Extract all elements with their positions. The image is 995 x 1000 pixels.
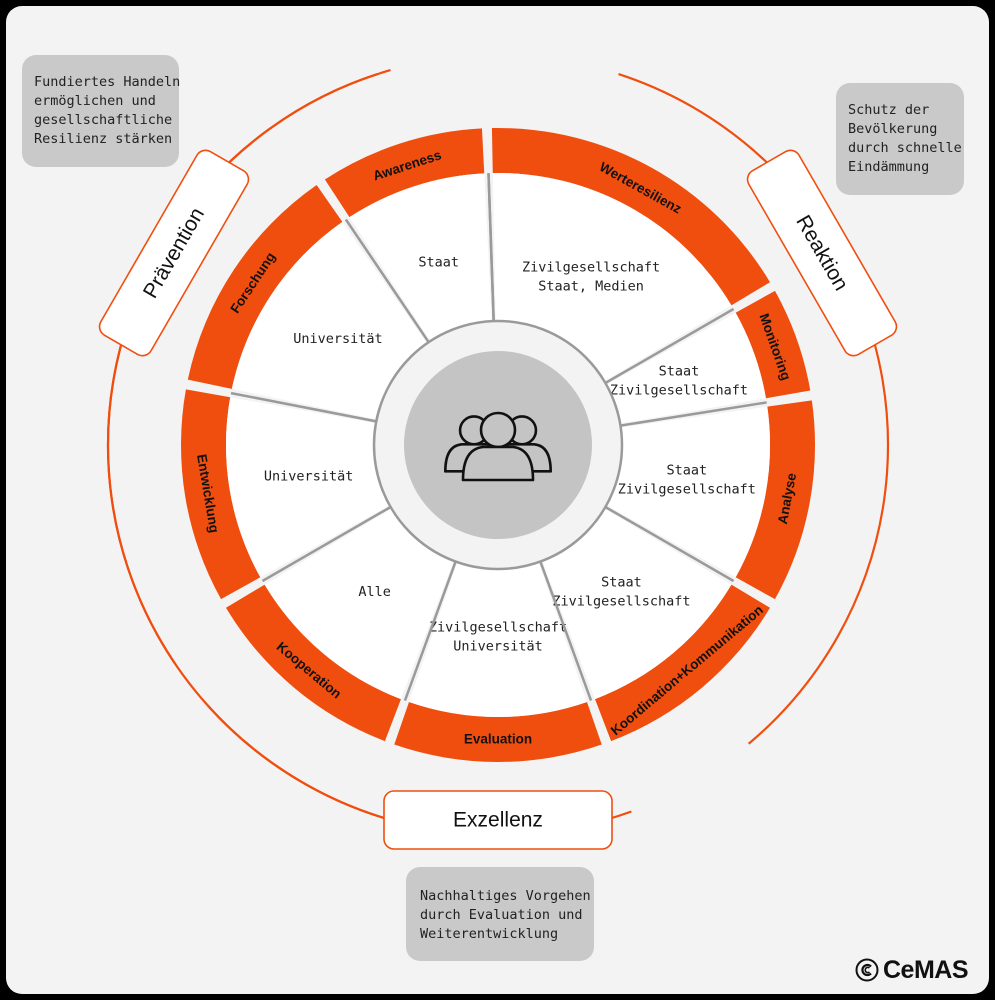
segment-actors: Zivilgesellschaft — [552, 594, 690, 610]
segment-body — [408, 562, 588, 717]
people-group-icon — [444, 411, 552, 482]
segment-band — [394, 702, 602, 763]
segment-divider — [487, 173, 495, 322]
segment-actors: Universität — [293, 331, 382, 347]
segment-body — [542, 508, 732, 700]
callout-line: Resilienz stärken — [34, 131, 173, 147]
segment-body — [606, 406, 770, 578]
phase-name: Exzellenz — [453, 809, 543, 832]
segment-actors: Zivilgesellschaft — [522, 260, 660, 276]
segment-divider — [620, 401, 767, 427]
segment-actors: Zivilgesellschaft — [429, 620, 567, 636]
segment-divider — [230, 391, 377, 423]
segment-band — [225, 584, 401, 742]
segment-actors: Zivilgesellschaft — [610, 382, 748, 398]
callout-line: Bevölkerung — [848, 121, 938, 137]
callout-line: Weiterentwicklung — [420, 926, 559, 942]
segment-band — [491, 128, 771, 306]
callout-bottom: Nachhaltiges Vorgehen durch Evaluation u… — [406, 867, 594, 961]
phase-box — [746, 149, 898, 357]
callout-line: gesellschaftliche — [34, 112, 173, 128]
callout-line: Fundiertes Handeln — [34, 74, 181, 90]
segment-actors: Staat, Medien — [538, 279, 644, 295]
callout-line: durch Evaluation und — [420, 907, 583, 923]
segment-body — [264, 508, 454, 700]
segment-actors: Staat — [666, 462, 707, 478]
cemas-logo-icon — [855, 958, 879, 982]
segment-divider — [403, 561, 457, 702]
brand-name: CeMAS — [883, 955, 969, 984]
segment-actors: Alle — [358, 584, 391, 600]
phase-arc — [618, 73, 890, 745]
segment-body — [492, 173, 732, 382]
segment-divider — [604, 307, 735, 385]
callout-line: Nachhaltiges Vorgehen — [420, 888, 591, 904]
phase-label-box: Prävention — [98, 149, 250, 357]
segment-body — [349, 173, 492, 342]
segment-divider — [539, 561, 593, 702]
segment-band — [187, 185, 343, 389]
segment-divider — [261, 505, 392, 583]
segment-body — [606, 312, 766, 424]
segment-band — [595, 584, 771, 742]
callout-top-left: Fundiertes Handeln ermöglichen und gesel… — [22, 55, 181, 167]
phase-label-box: Exzellenz — [383, 790, 613, 850]
wheel-hub — [372, 319, 624, 571]
segment-body — [231, 221, 428, 420]
segment-actors: Staat — [601, 575, 642, 591]
segment-band — [324, 128, 485, 218]
segment-divider — [344, 218, 430, 343]
callout-line: Schutz der — [848, 102, 930, 118]
phase-box — [98, 149, 250, 357]
phase-box — [383, 790, 613, 850]
segment-band — [735, 290, 811, 399]
segment-label: Evaluation — [464, 732, 532, 747]
segment-actors: Universität — [453, 639, 542, 655]
segment-band — [181, 389, 261, 600]
callout-line: Eindämmung — [848, 159, 930, 175]
segment-divider — [604, 505, 735, 583]
segment-actors: Staat — [418, 254, 459, 270]
segment-actors: Universität — [264, 469, 353, 485]
segment-actors: Zivilgesellschaft — [618, 481, 756, 497]
segment-body — [226, 397, 390, 578]
segment-actors: Staat — [659, 363, 700, 379]
callout-line: durch schnelle — [848, 140, 962, 156]
brand-logo: CeMAS — [855, 955, 980, 985]
callout-top-right: Schutz der Bevölkerung durch schnelle Ei… — [836, 83, 964, 195]
callout-line: ermöglichen und — [34, 93, 156, 109]
segment-band — [735, 400, 815, 600]
